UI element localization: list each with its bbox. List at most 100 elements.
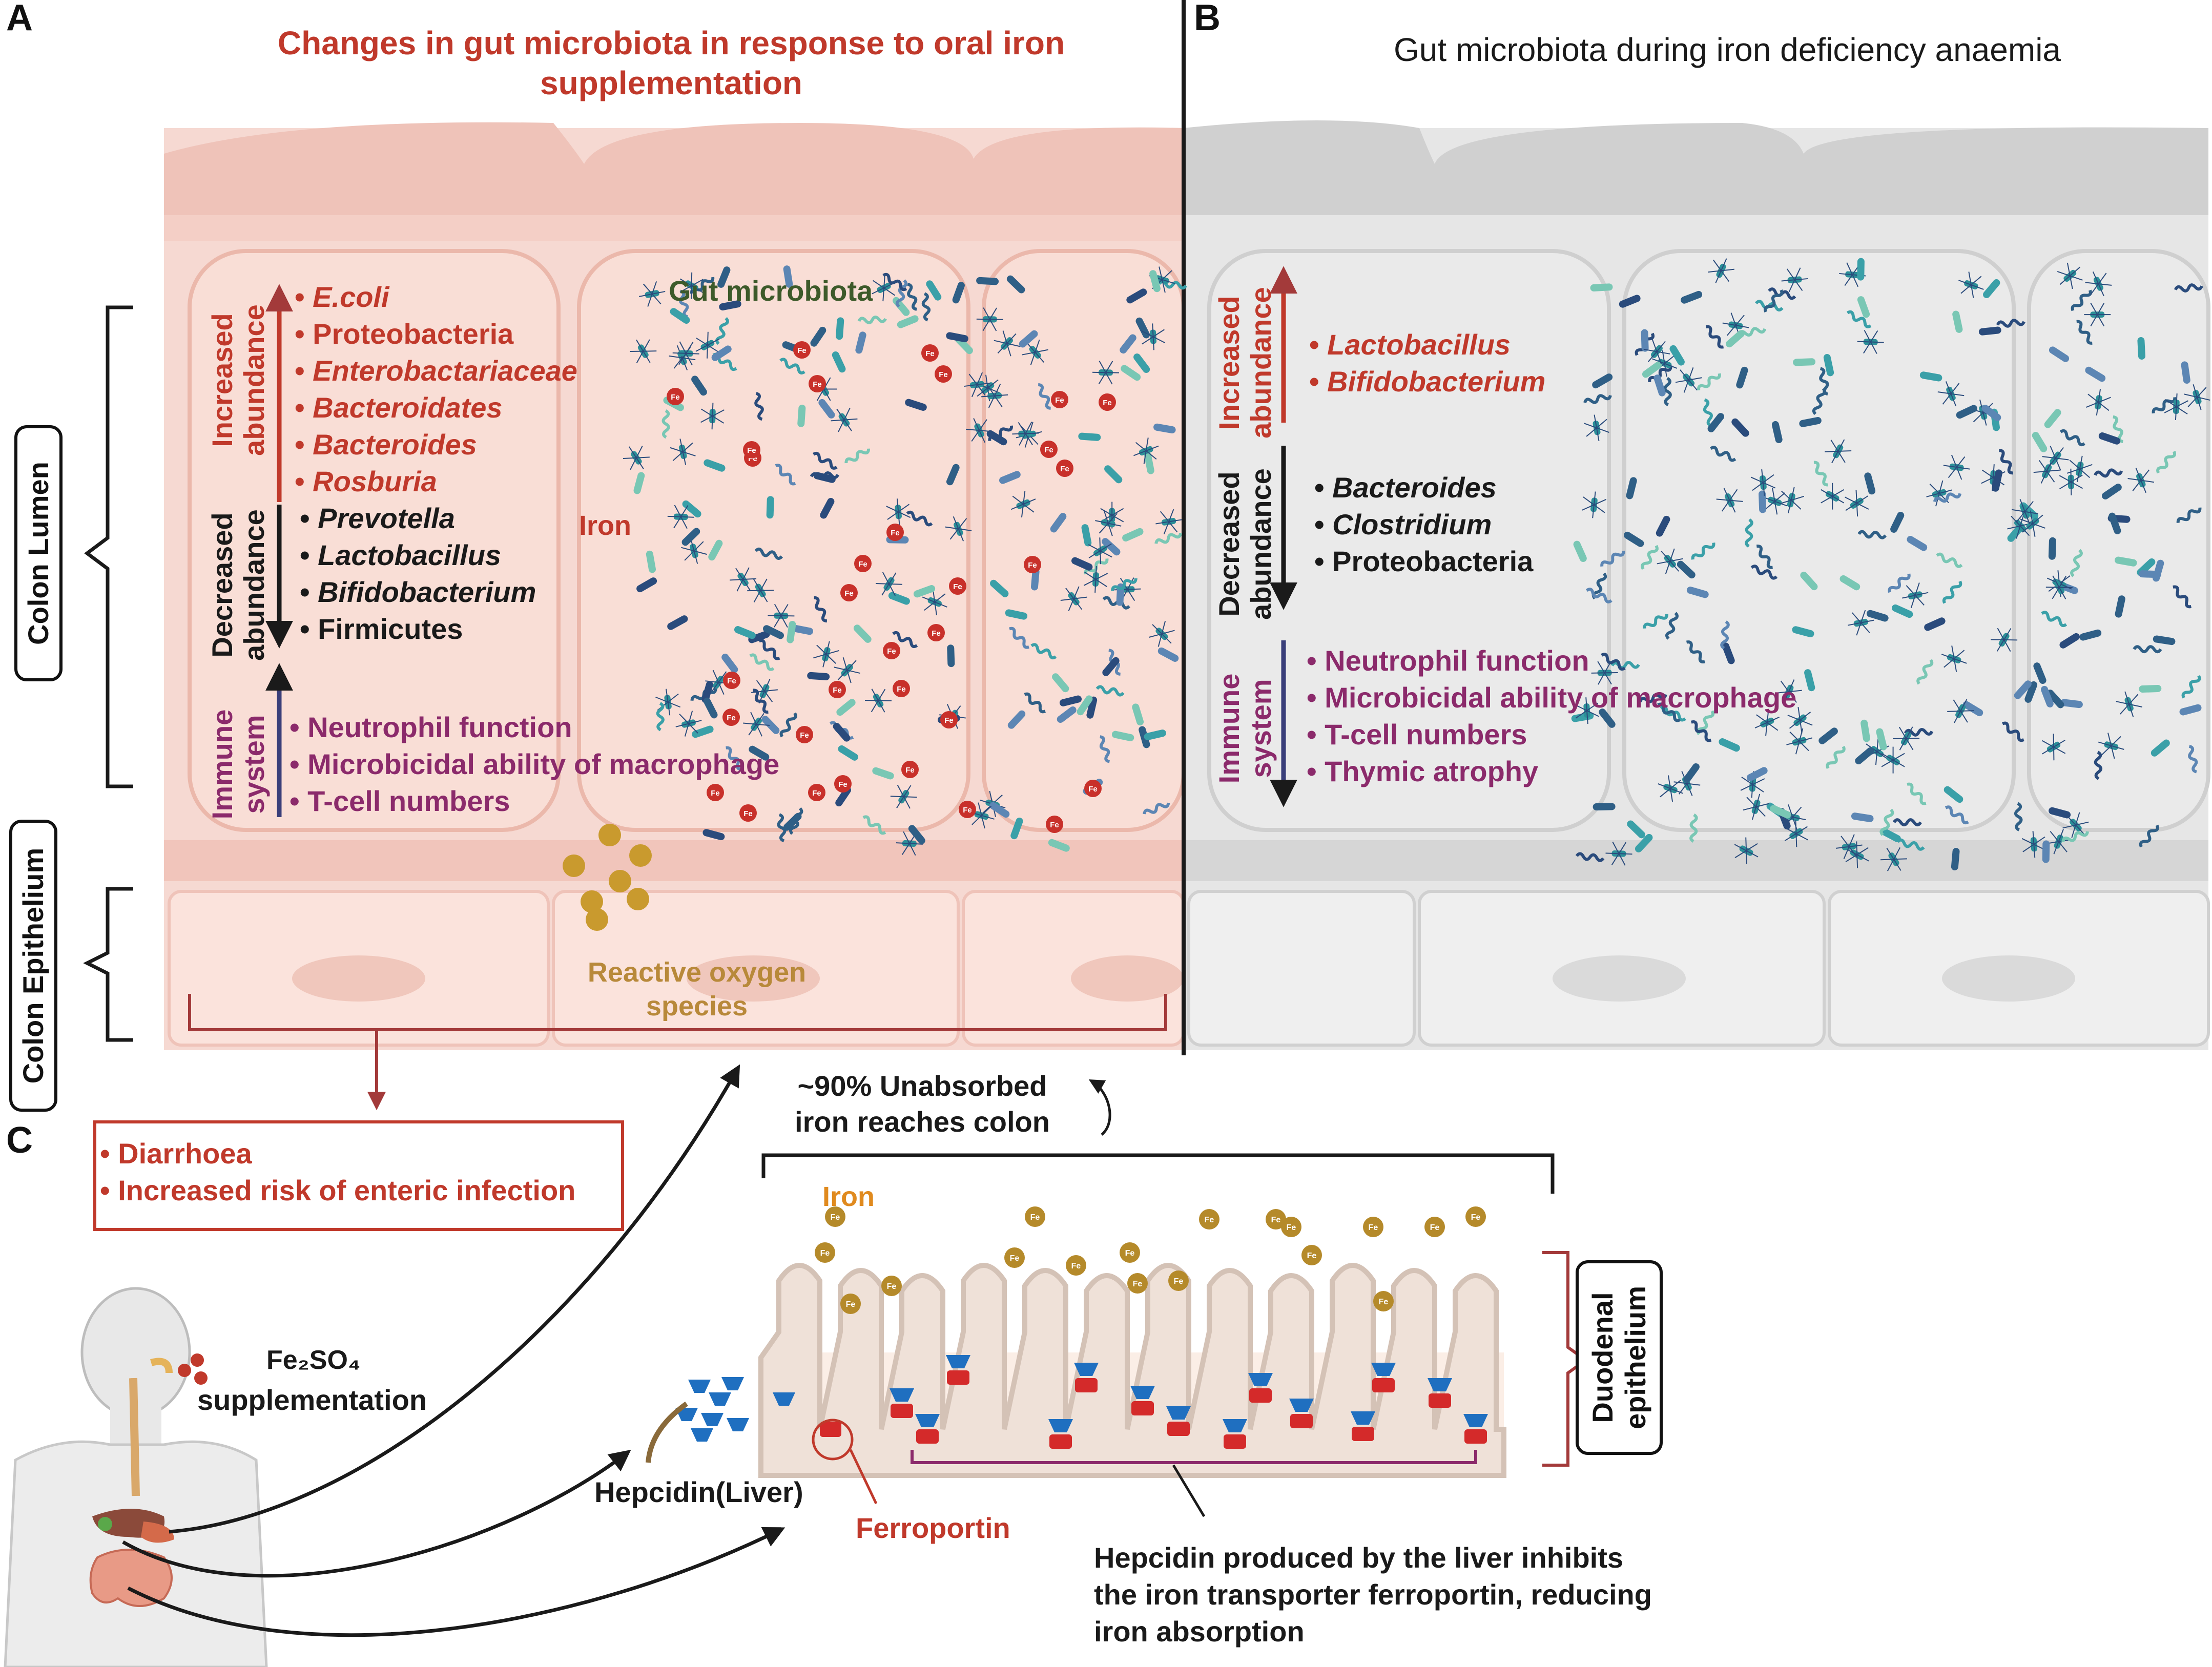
bacteria-cluster-b	[1571, 258, 2210, 871]
hepcidin-icon	[688, 1380, 711, 1393]
bacterium-icon	[700, 403, 725, 430]
arrow-reabsorb	[1088, 1079, 1111, 1136]
bacterium-icon	[1821, 483, 1845, 510]
ferroportin-pointer	[849, 1449, 878, 1505]
bacterium-icon	[1641, 329, 1649, 352]
panel-a-title: Changes in gut microbiota in response to…	[277, 25, 1065, 101]
iron-particle-icon: Fe	[893, 680, 910, 697]
hepcidin-note: Hepcidin produced by the liver inhibits …	[1094, 1541, 1652, 1648]
increased-item-a: Rosburia	[295, 463, 577, 500]
bacterium-icon	[775, 464, 796, 486]
bacterium-icon	[2020, 510, 2045, 537]
effects-list: Diarrhoea Increased risk of enteric infe…	[100, 1135, 575, 1209]
iron-particle-icon: Fe	[723, 672, 740, 689]
bacterium-icon	[857, 315, 887, 325]
bacterium-icon	[1585, 588, 1613, 603]
svg-text:Fe: Fe	[671, 393, 680, 402]
svg-text:Fe: Fe	[1133, 1280, 1143, 1288]
decreased-item-a: Bifidobacterium	[300, 574, 536, 611]
bacterium-icon	[966, 418, 993, 443]
bacterium-icon	[1030, 568, 1040, 591]
bacterium-icon	[1750, 565, 1778, 580]
bacterium-icon	[1919, 371, 1942, 382]
hepcidin-icon	[691, 1428, 713, 1442]
bacterium-icon	[838, 745, 858, 761]
bacterium-icon	[844, 448, 871, 464]
bacterium-icon	[1099, 735, 1110, 763]
iron-particle-icon: Fe	[667, 388, 684, 405]
bacterium-icon	[1104, 465, 1123, 484]
immune-list-b: Neutrophil function Microbicidal ability…	[1307, 642, 1796, 790]
bacterium-icon	[890, 784, 917, 809]
svg-text:Fe: Fe	[1369, 1223, 1378, 1232]
colon-lumen-label: Colon Lumen	[22, 462, 54, 645]
bacterium-icon	[1707, 413, 1725, 432]
iron-particle-icon: Fe	[1266, 1209, 1286, 1230]
bacterium-icon	[2085, 271, 2112, 297]
bacterium-icon	[1818, 727, 1838, 744]
bacterium-icon	[1890, 512, 1905, 533]
bacterium-icon	[1153, 423, 1176, 434]
bacterium-icon	[1926, 480, 1953, 507]
bacterium-icon	[1012, 421, 1039, 446]
bacterium-icon	[989, 802, 1010, 818]
duodenal-label-box: Duodenal epithelium	[1576, 1260, 1663, 1455]
iron-particle-icon: Fe	[1120, 1242, 1140, 1263]
iron-particle-icon: Fe	[796, 726, 813, 743]
svg-text:Fe: Fe	[891, 529, 900, 537]
bacterium-icon	[1793, 358, 1816, 366]
bacterium-icon	[1924, 617, 1946, 631]
bacterium-icon	[2014, 802, 2023, 831]
bacterium-icon	[1657, 548, 1684, 574]
bacterium-icon	[810, 471, 840, 480]
iron-particle-icon: Fe	[829, 681, 846, 698]
bacterium-icon	[831, 407, 858, 432]
svg-text:Fe: Fe	[1205, 1216, 1214, 1224]
bacterium-icon	[1879, 808, 1894, 836]
hepcidin-ferroportin-icon	[1248, 1373, 1273, 1403]
bacterium-icon	[2011, 499, 2038, 525]
bacterium-icon	[1705, 325, 1724, 349]
bacterium-icon	[1677, 560, 1696, 579]
bacterium-icon	[999, 471, 1021, 484]
bacterium-icon	[1627, 820, 1645, 839]
bacterium-icon	[2021, 831, 2046, 858]
bacterium-icon	[1703, 398, 1713, 427]
bacterium-icon	[1881, 746, 1905, 774]
bacterium-icon	[754, 391, 764, 421]
bacterium-icon	[1122, 528, 1144, 542]
bacterium-icon	[1623, 531, 1644, 547]
bacterium-icon	[1864, 472, 1876, 495]
immune-item-b: Thymic atrophy	[1307, 753, 1796, 790]
bacterium-icon	[1763, 289, 1784, 313]
colon-lumen-label-box: Colon Lumen	[14, 425, 63, 681]
supplement-formula: Fe₂SO₄	[266, 1345, 361, 1375]
bacterium-icon	[766, 496, 774, 519]
bacterium-icon	[1825, 439, 1852, 464]
bacterium-icon	[1648, 365, 1672, 383]
bacterium-icon	[1784, 820, 1808, 847]
bacterium-icon	[1675, 367, 1702, 393]
bacterium-icon	[1958, 272, 1984, 298]
iron-particle-icon: Fe	[793, 341, 811, 359]
svg-text:Fe: Fe	[844, 589, 854, 598]
increased-list-a: E.coli Proteobacteria Enterobactariaceae…	[295, 279, 577, 500]
iron-particle-icon: Fe	[1024, 556, 1041, 573]
bacterium-icon	[1944, 786, 1963, 803]
bacterium-icon	[638, 281, 666, 307]
svg-text:Fe: Fe	[1379, 1298, 1389, 1306]
hepcidin-ferroportin-icon	[1130, 1386, 1155, 1415]
bacterium-icon	[1583, 394, 1612, 404]
bacterium-icon	[1983, 279, 2000, 298]
bacterium-icon	[1880, 847, 1908, 871]
hepcidin-ferroportin-icon	[915, 1414, 940, 1444]
bacterium-icon	[888, 592, 910, 605]
bacterium-icon	[835, 786, 851, 807]
hepcidin-liver-label: Hepcidin(Liver)	[594, 1476, 803, 1508]
iron-particle-icon: Fe	[1424, 1217, 1445, 1237]
iron-particle-icon: Fe	[1084, 780, 1102, 797]
bacterium-icon	[623, 446, 650, 470]
bacterium-icon	[1902, 582, 1929, 609]
bacterium-icon	[836, 699, 856, 716]
hepcidin-icon	[709, 1392, 731, 1406]
